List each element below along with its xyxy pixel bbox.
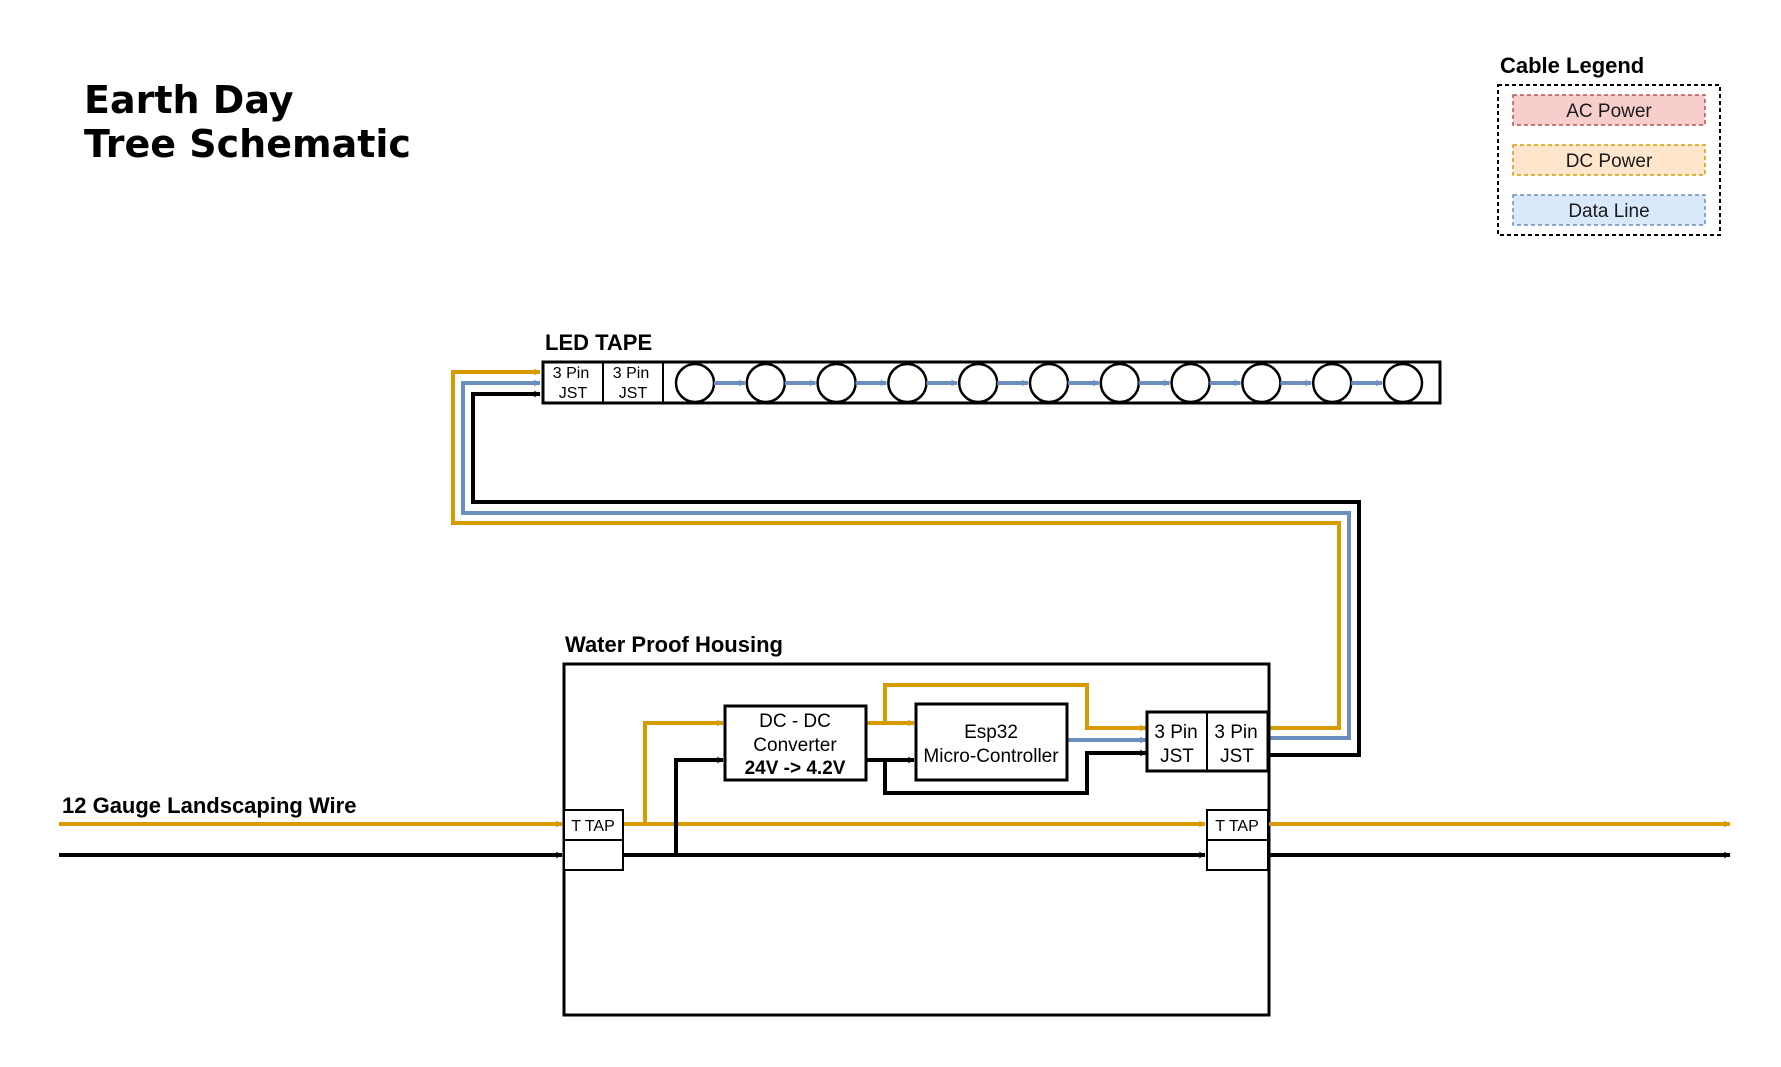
converter-dc-input — [623, 719, 724, 826]
legend-item-ac-power: AC Power — [1512, 94, 1706, 126]
led-11 — [1382, 362, 1424, 404]
converter-line-1: DC - DC — [759, 711, 831, 732]
converter-box — [723, 704, 868, 782]
legend-label-data: Data Line — [1568, 201, 1649, 222]
t-tap-right-bottom — [1206, 839, 1269, 871]
jst-in-line-2: JST — [1160, 746, 1194, 767]
mcu-line-2: Micro-Controller — [923, 746, 1059, 767]
led-4 — [887, 362, 928, 404]
converter-ground-input — [623, 756, 724, 857]
led-data-cable — [461, 379, 1351, 740]
legend-item-dc-power: DC Power — [1512, 144, 1706, 176]
led-tape-label: LED TAPE — [545, 330, 652, 355]
mcu-line-1: Esp32 — [964, 722, 1018, 743]
converter-line-2: Converter — [753, 735, 837, 756]
led-feed-cables — [451, 368, 1361, 757]
legend-swatch-ac — [1512, 94, 1706, 126]
t-tap-right-label: T TAP — [1215, 818, 1259, 835]
led-6 — [1028, 362, 1070, 404]
led-2 — [745, 362, 787, 404]
legend-item-data-line: Data Line — [1512, 194, 1706, 226]
esp32-micro-controller: Esp32 Micro-Controller — [914, 702, 1069, 782]
housing-label: Water Proof Housing — [565, 632, 783, 657]
legend-label-ac: AC Power — [1566, 101, 1652, 122]
mcu-box — [914, 702, 1069, 782]
led-jst-2-line2: JST — [619, 385, 648, 402]
led-7 — [1099, 362, 1141, 404]
led-jst-2-line1: 3 Pin — [613, 365, 649, 382]
led-10 — [1311, 362, 1353, 404]
cable-legend: Cable Legend AC Power DC Power Data Line — [1497, 53, 1721, 236]
t-tap-right: T TAP — [1206, 809, 1269, 871]
dc-dc-converter: DC - DC Converter 24V -> 4.2V — [723, 704, 868, 782]
t-tap-right-top — [1206, 809, 1269, 841]
led-chain — [674, 362, 1424, 404]
title-line-1: Earth Day — [84, 78, 294, 122]
legend-frame — [1497, 84, 1721, 236]
converter-line-3: 24V -> 4.2V — [745, 758, 846, 779]
led-9 — [1241, 362, 1282, 404]
led-jst-1-line2: JST — [559, 385, 588, 402]
led-dc-cable — [451, 368, 1341, 730]
legend-swatch-data — [1512, 194, 1706, 226]
t-tap-left: T TAP — [563, 809, 624, 871]
t-tap-left-bottom — [563, 839, 624, 871]
mcu-bypass-ground — [883, 749, 1147, 795]
led-jst-1-line1: 3 Pin — [553, 365, 589, 382]
led-tape: LED TAPE 3 Pin JST 3 Pin JST — [541, 330, 1442, 405]
wire-label: 12 Gauge Landscaping Wire — [62, 793, 356, 818]
mcu-bypass-dc — [883, 683, 1147, 732]
led-8 — [1170, 362, 1211, 404]
title-line-2: Tree Schematic — [84, 122, 411, 166]
t-tap-left-top — [563, 809, 624, 841]
jst-in-line-1: 3 Pin — [1154, 722, 1197, 743]
legend-title: Cable Legend — [1500, 53, 1644, 78]
housing-jst-connectors: 3 Pin JST 3 Pin JST — [1145, 710, 1270, 773]
legend-label-dc: DC Power — [1566, 151, 1653, 172]
jst-out-line-2: JST — [1220, 746, 1254, 767]
led-ground-cable — [471, 390, 1361, 757]
led-1 — [674, 362, 716, 404]
led-3 — [816, 362, 857, 404]
legend-swatch-dc — [1512, 144, 1706, 176]
t-tap-left-label: T TAP — [571, 818, 615, 835]
led-5 — [957, 362, 999, 404]
jst-out-line-1: 3 Pin — [1214, 722, 1257, 743]
